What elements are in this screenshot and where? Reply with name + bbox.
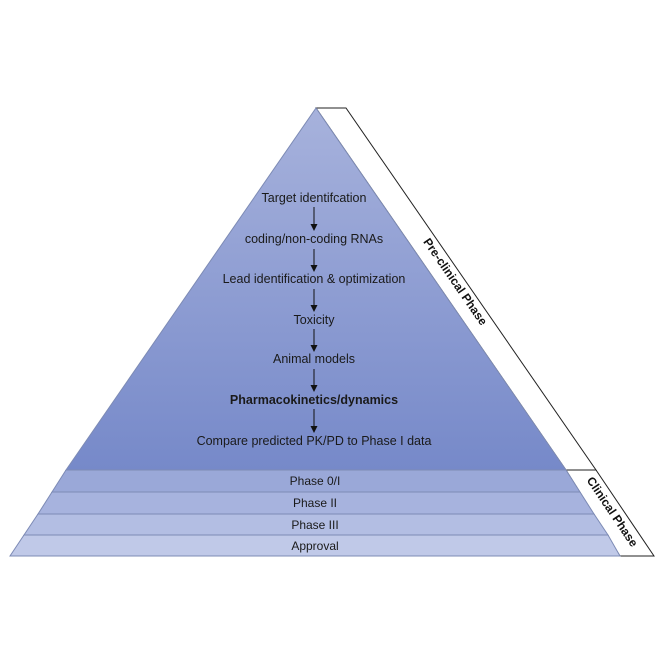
step-pharmacokinetics-dynamics: Pharmacokinetics/dynamics: [230, 393, 398, 407]
down-arrow-icon: [310, 249, 318, 272]
down-arrow-icon: [310, 409, 318, 433]
band-label-approval: Approval: [291, 539, 338, 553]
band-label-phase-ii: Phase II: [293, 496, 337, 510]
band-approval: [9, 534, 621, 557]
preclinical-triangle: [65, 107, 567, 471]
step-compare-pk-pd: Compare predicted PK/PD to Phase I data: [197, 434, 432, 448]
down-arrow-icon: [310, 369, 318, 392]
down-arrow-icon: [310, 207, 318, 231]
step-animal-models: Animal models: [273, 352, 355, 366]
band-label-phase-0-i: Phase 0/I: [290, 474, 341, 488]
down-arrow-icon: [310, 329, 318, 352]
band-label-phase-iii: Phase III: [291, 518, 338, 532]
down-arrow-icon: [310, 289, 318, 312]
step-lead-identification: Lead identification & optimization: [223, 272, 406, 286]
step-coding-non-coding-rnas: coding/non-coding RNAs: [245, 232, 383, 246]
step-target-identification: Target identifcation: [262, 191, 367, 205]
step-toxicity: Toxicity: [294, 313, 336, 327]
step-arrows: [310, 207, 318, 433]
